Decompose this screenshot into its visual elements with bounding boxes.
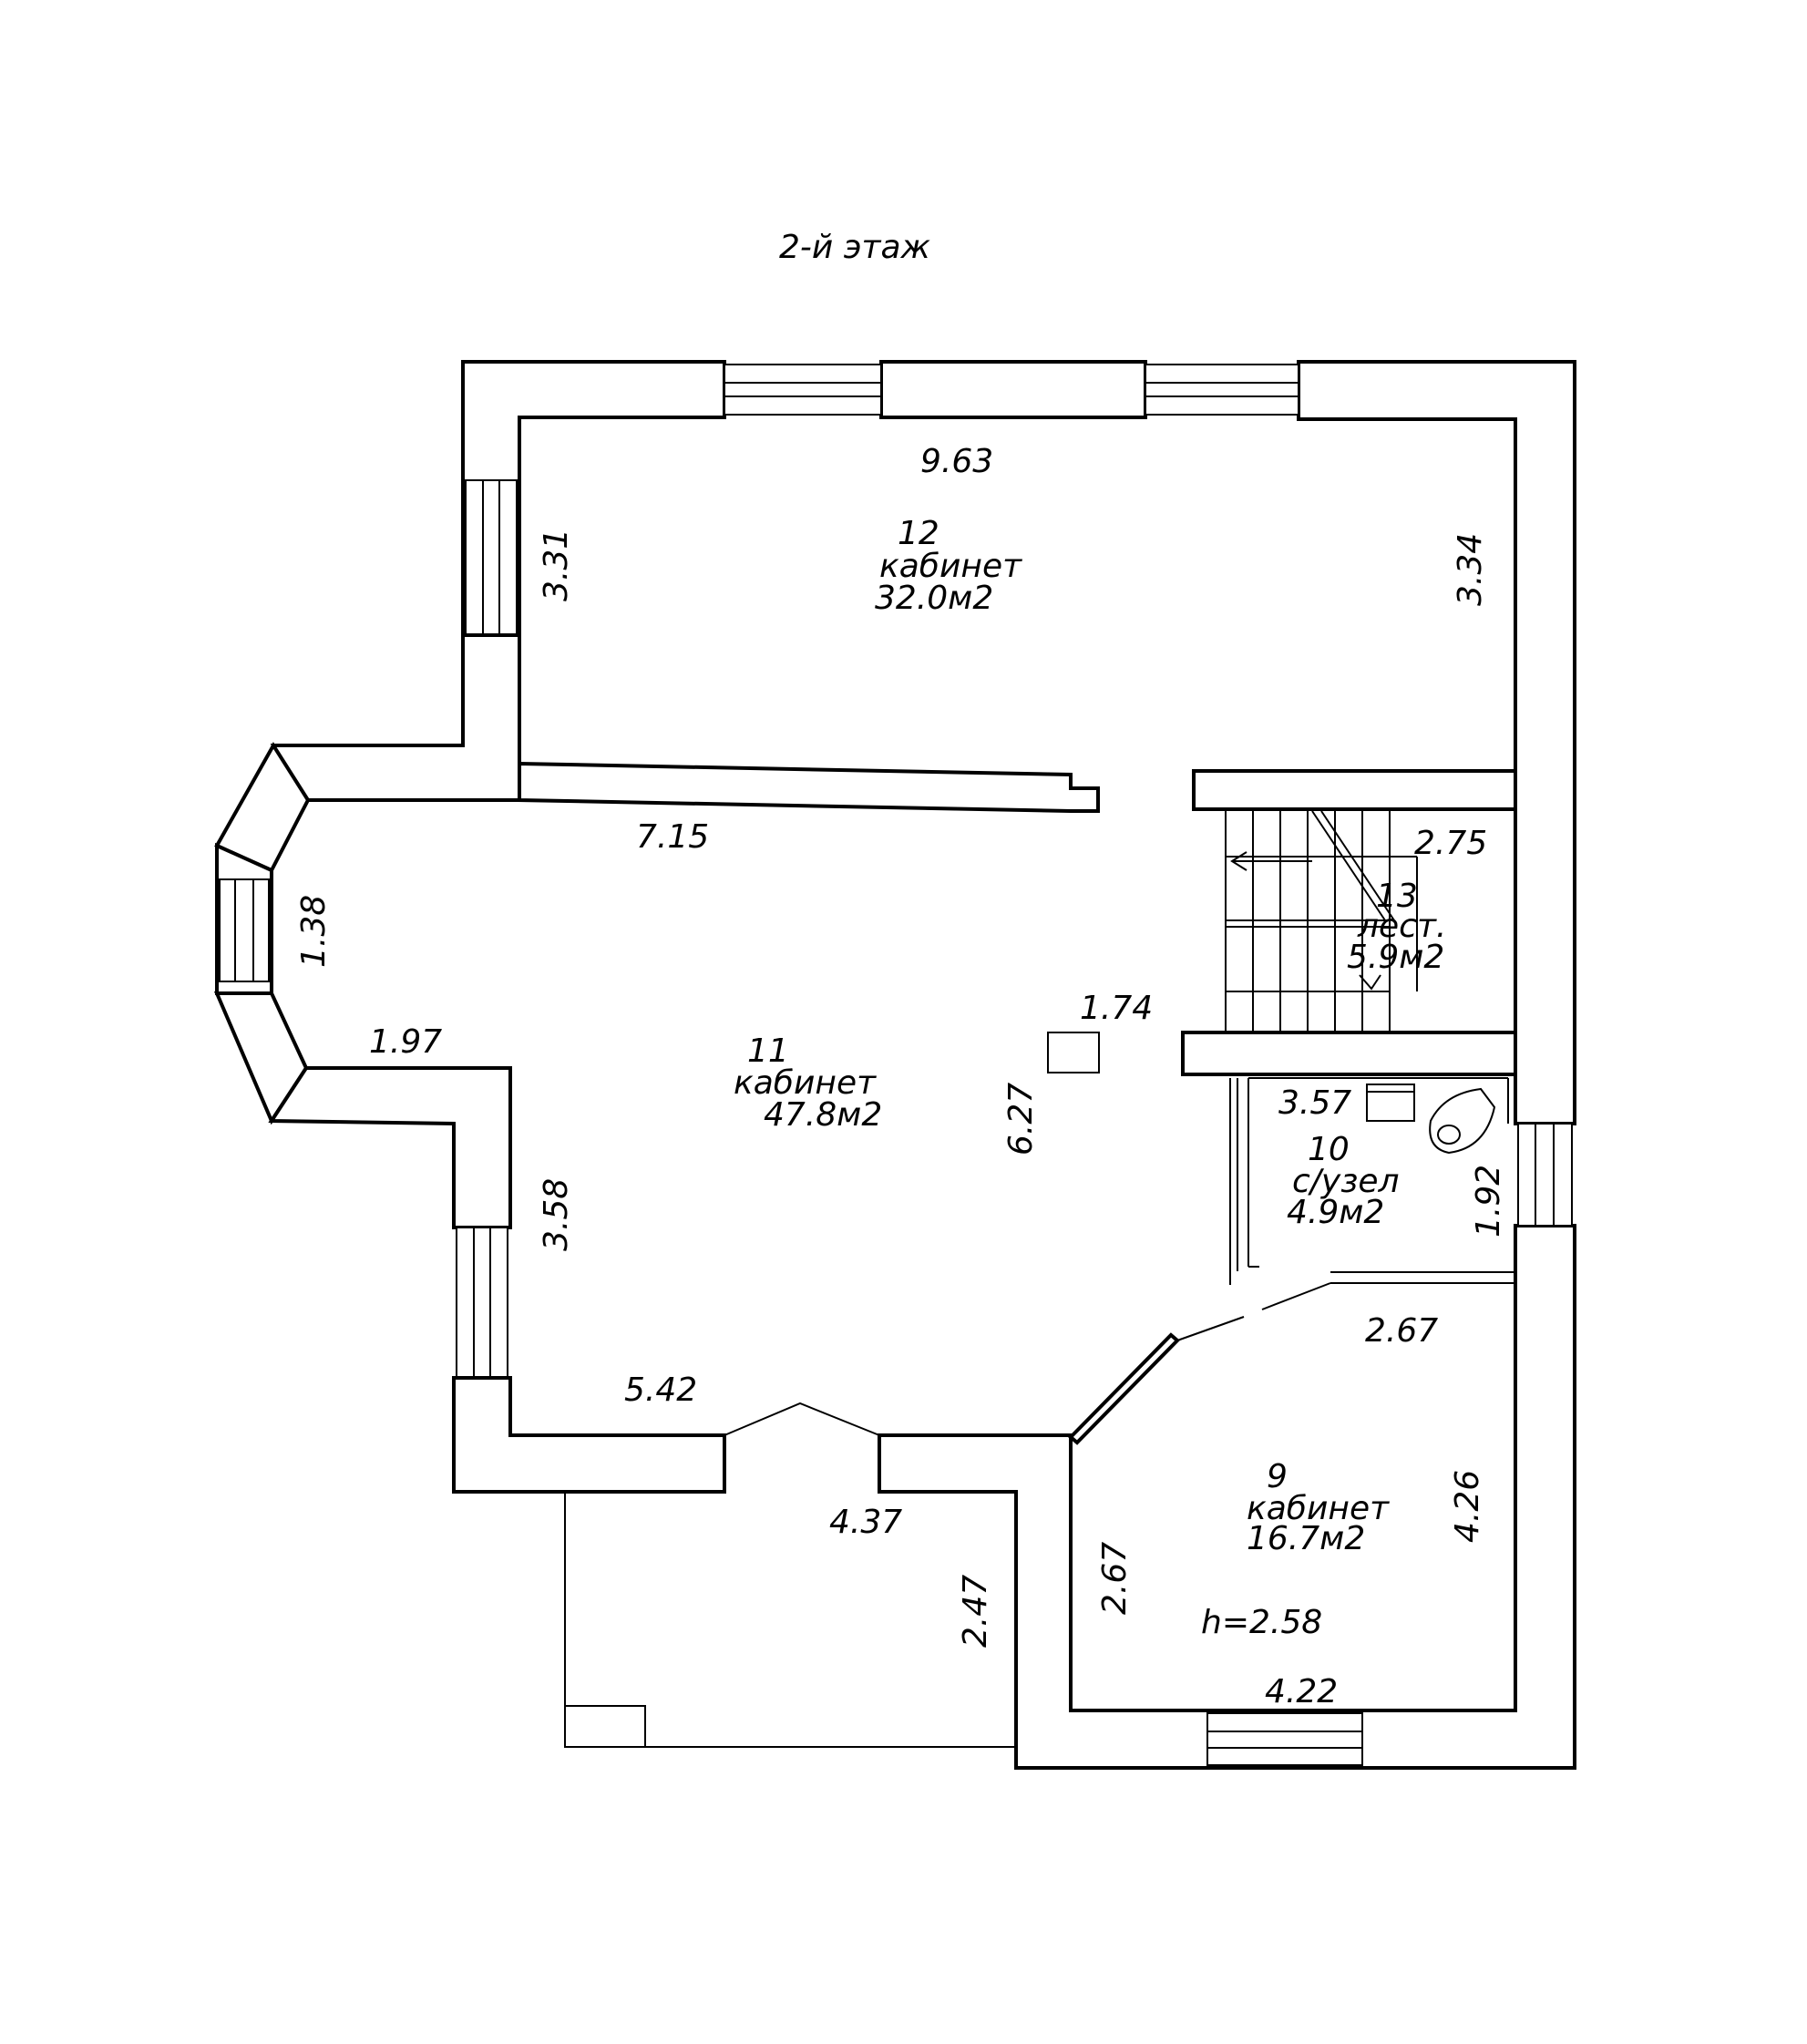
dim-2-75: 2.75 xyxy=(1414,825,1487,862)
wall-top-middle xyxy=(879,360,1147,419)
dim-3-31: 3.31 xyxy=(538,529,575,601)
svg-text:16.7м2: 16.7м2 xyxy=(1247,1520,1365,1557)
wall-stair-bottom xyxy=(1181,1031,1517,1076)
room-12-label: 12 кабинет 32.0м2 xyxy=(875,515,1022,617)
svg-text:кабинет: кабинет xyxy=(734,1064,877,1102)
svg-text:9: 9 xyxy=(1267,1458,1288,1495)
dim-9-63: 9.63 xyxy=(920,443,993,480)
dim-1-74: 1.74 xyxy=(1080,990,1153,1027)
svg-text:47.8м2: 47.8м2 xyxy=(764,1096,882,1134)
bay-opening-bottom xyxy=(724,1402,880,1436)
window-bay-left xyxy=(219,878,270,982)
dim-3-58: 3.58 xyxy=(538,1178,575,1251)
wc-walls xyxy=(1229,1077,1509,1285)
dim-4-26: 4.26 xyxy=(1449,1470,1486,1543)
dim-4-37: 4.37 xyxy=(829,1504,902,1541)
dim-1-38: 1.38 xyxy=(295,895,333,968)
dim-3-34: 3.34 xyxy=(1452,533,1489,606)
room-10-label: 10 с/узел 4.9м2 xyxy=(1287,1131,1400,1231)
wall-stair-top xyxy=(1192,769,1517,811)
window-right xyxy=(1517,1123,1573,1227)
room-9-label: 9 кабинет 16.7м2 xyxy=(1247,1458,1390,1557)
dim-3-57: 3.57 xyxy=(1278,1084,1351,1122)
dim-7-15: 7.15 xyxy=(636,818,709,856)
wall-partition-12-11 xyxy=(518,761,1100,813)
svg-text:кабинет: кабинет xyxy=(879,548,1022,585)
dim-5-42: 5.42 xyxy=(624,1371,697,1409)
room-13-label: 13 лест. 5.9м2 xyxy=(1347,878,1446,976)
svg-text:10: 10 xyxy=(1308,1131,1350,1168)
toilet-icon xyxy=(1429,1087,1496,1155)
dim-2-47: 2.47 xyxy=(957,1575,994,1648)
dim-1-92: 1.92 xyxy=(1470,1165,1507,1238)
svg-text:с/узел: с/узел xyxy=(1292,1163,1400,1200)
window-top-2 xyxy=(1145,364,1299,416)
svg-text:кабинет: кабинет xyxy=(1247,1490,1390,1527)
wall-left-room12 xyxy=(270,633,521,802)
window-left-upper xyxy=(465,479,518,636)
floor-title: 2-й этаж xyxy=(779,229,931,266)
wall-left-room11 xyxy=(268,1066,512,1229)
svg-text:12: 12 xyxy=(898,515,939,552)
window-left-lower xyxy=(456,1227,508,1379)
window-top-1 xyxy=(724,364,882,416)
svg-text:4.9м2: 4.9м2 xyxy=(1287,1194,1384,1231)
window-bottom xyxy=(1206,1712,1363,1766)
column xyxy=(1047,1032,1100,1073)
svg-text:32.0м2: 32.0м2 xyxy=(875,580,993,617)
dim-2-67-left: 2.67 xyxy=(1096,1542,1134,1615)
wall-room9-angled xyxy=(1068,1332,1180,1445)
svg-text:11: 11 xyxy=(747,1032,789,1070)
dim-4-22: 4.22 xyxy=(1265,1673,1338,1710)
dim-1-97: 1.97 xyxy=(369,1023,442,1061)
staircase xyxy=(1225,809,1418,1032)
svg-text:лест.: лест. xyxy=(1357,908,1446,945)
svg-text:13: 13 xyxy=(1376,878,1418,915)
wall-top-right xyxy=(1297,360,1576,1125)
ceiling-height: h=2.58 xyxy=(1201,1604,1322,1641)
svg-text:5.9м2: 5.9м2 xyxy=(1347,939,1444,976)
dim-2-67-top: 2.67 xyxy=(1365,1312,1438,1350)
dim-6-27: 6.27 xyxy=(1002,1083,1040,1156)
room-11-label: 11 кабинет 47.8м2 xyxy=(734,1032,882,1134)
